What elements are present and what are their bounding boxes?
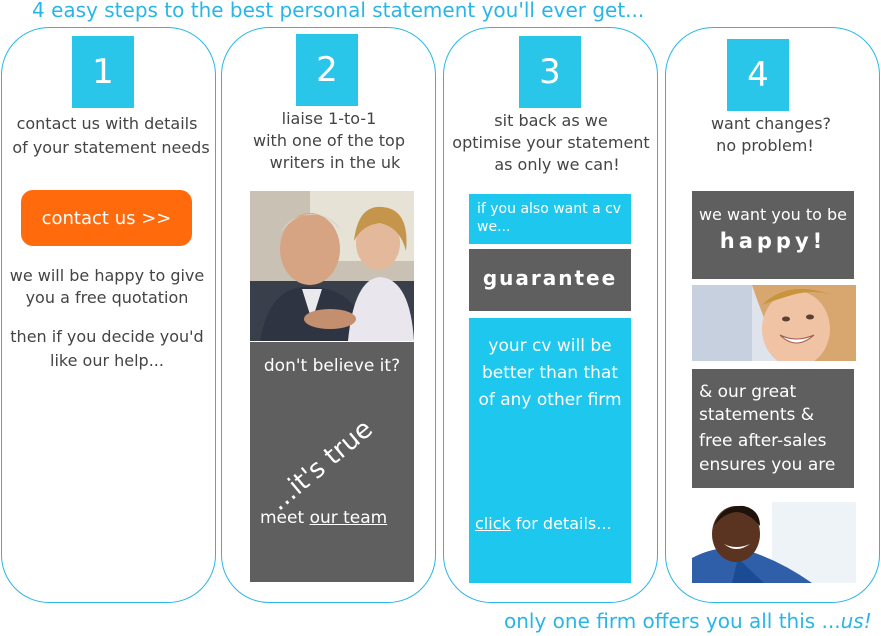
page-footer: only one firm offers you all this ...us! [504,609,872,633]
better-line2: better than that [482,363,618,383]
footer-emphasis: us! [840,609,872,633]
click-link[interactable]: click [475,514,511,533]
page-headline: 4 easy steps to the best personal statem… [32,0,645,22]
guarantee-text: guarantee [482,266,618,290]
step-4-panel [665,27,880,603]
better-cv-panel: your cv will be better than that of any … [469,318,631,583]
step-1-quote-line1: we will be happy to give [9,266,205,285]
step-4-desc-line1: want changes? [710,114,832,133]
better-line3: of any other firm [478,390,622,410]
step-4-number: 4 [727,39,789,111]
step-3-panel [443,27,658,603]
step-1-desc-line2: of your statement needs [12,138,210,157]
step-1-quote-line2: you a free quotation [25,288,189,307]
step-2-panel [221,27,436,603]
great-line3: free after-sales [699,431,827,451]
click-rest-text: for details... [510,514,612,533]
step-1-panel [1,27,216,603]
great-line2: statements & [699,405,815,425]
better-line1: your cv will be [488,336,612,356]
great-line4: ensures you are [699,455,836,475]
step-2-number: 2 [296,34,358,106]
step-2-desc-line2: with one of the top [253,131,405,150]
great-statements-box: & our great statements & free after-sale… [692,369,854,488]
its-true-text: ...it's true [264,413,379,517]
great-line1: & our great [699,382,797,402]
step-2-desc-line1: liaise 1-to-1 [281,109,377,128]
step-2-desc-line3: writers in the uk [269,153,401,172]
contact-us-button[interactable]: contact us >> [21,190,192,246]
cv-offer-line2: we... [477,219,511,235]
happy-box: we want you to be happy! [692,191,854,279]
dont-believe-it-text: don't believe it? [263,356,401,376]
step-1-help-line2: like our help... [50,351,164,370]
cv-offer-box[interactable]: if you also want a cv we... [469,194,631,244]
step-3-number: 3 [519,36,581,108]
happy-line1: we want you to be [698,205,848,224]
guarantee-box: guarantee [469,249,631,311]
click-details: click for details... [475,514,611,533]
step-1-number: 1 [72,36,134,108]
smiling-woman-photo [692,285,856,361]
step-3-desc-line2: optimise your statement [452,133,650,152]
step-3-desc-line1: sit back as we [494,111,608,130]
step-3-desc-line3: as only we can! [494,155,620,174]
believe-it-panel: don't believe it? ...it's true meet our … [250,342,414,582]
cv-offer-line1: if you also want a cv [477,201,622,217]
step-1-help-line1: then if you decide you'd [10,327,204,346]
our-team-link[interactable]: our team [309,508,388,528]
smiling-man-photo [692,502,856,583]
step-1-desc-line1: contact us with details [16,114,198,133]
happy-line2: happy! [719,229,827,253]
meet-our-team: meet our team [260,508,387,528]
footer-text: only one firm offers you all this ... [504,609,841,633]
meet-prefix-text: meet [260,508,310,528]
business-people-photo [250,191,414,341]
step-4-desc-line2: no problem! [716,136,814,155]
